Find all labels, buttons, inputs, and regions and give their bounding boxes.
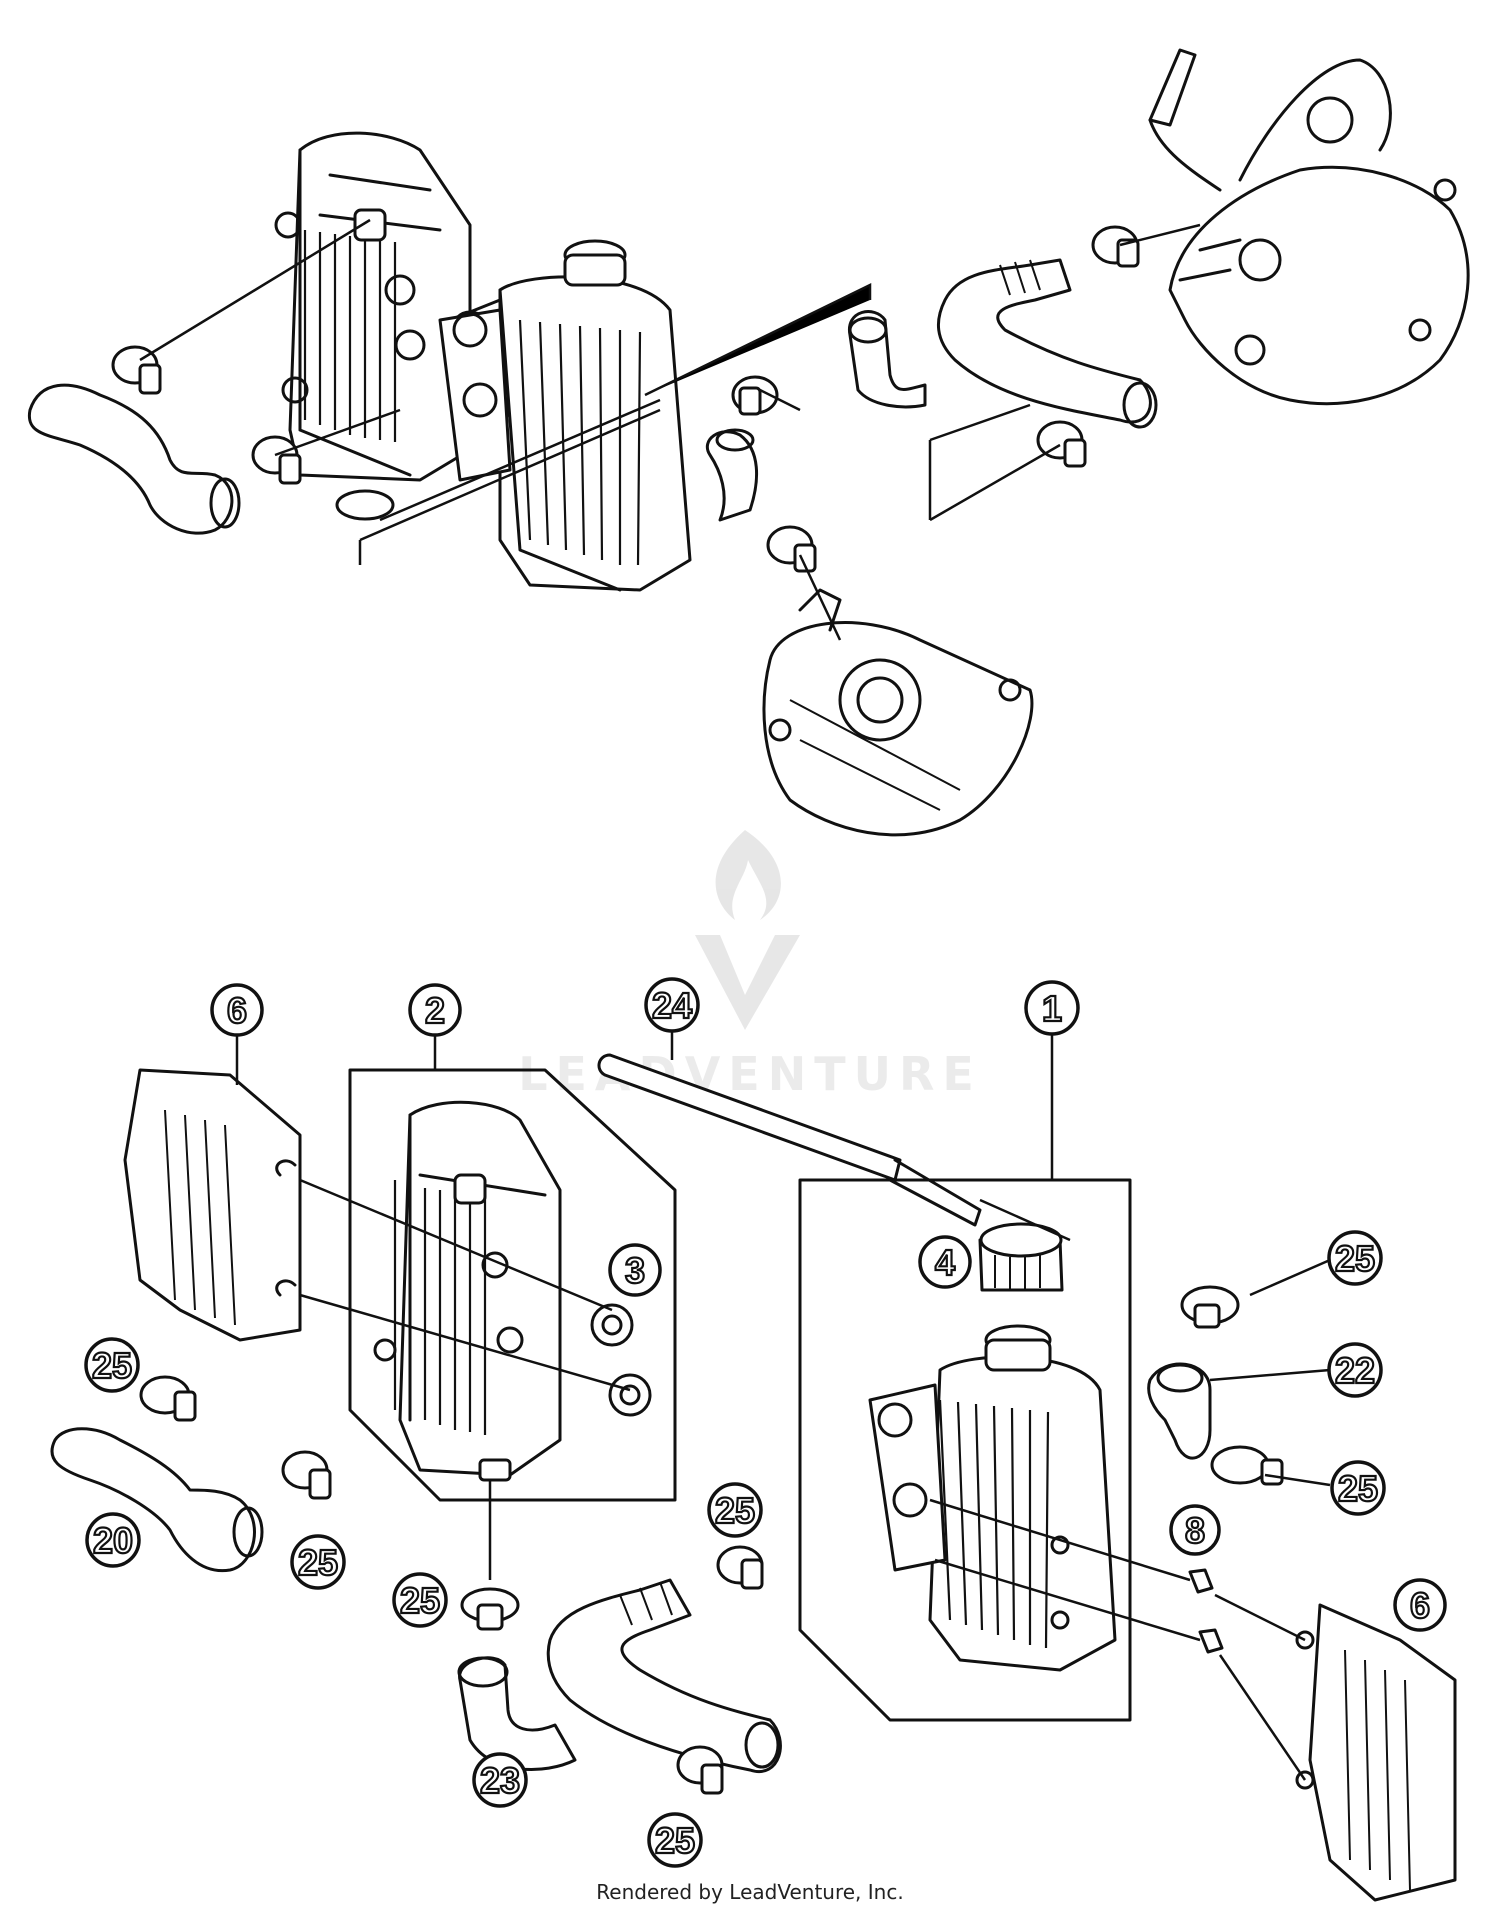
- callout-25-e: 25: [392, 1572, 448, 1628]
- watermark-text: LEADVENTURE: [518, 1047, 982, 1101]
- callout-label: 6: [1410, 1585, 1430, 1626]
- top-assembly: [27, 48, 1470, 837]
- callout-label: 24: [652, 985, 692, 1026]
- callout-2: 2: [408, 983, 462, 1037]
- callout-22: 22: [1327, 1342, 1383, 1398]
- radiator-left: [373, 1100, 562, 1482]
- callout-8: 8: [1169, 1504, 1221, 1556]
- right-shroud: [1214, 1593, 1457, 1902]
- callout-20: 20: [85, 1512, 141, 1568]
- callout-25-g: 25: [647, 1812, 703, 1868]
- footer-credit: Rendered by LeadVenture, Inc.: [596, 1880, 904, 1904]
- left-shroud: [123, 1068, 302, 1342]
- callout-label: 25: [92, 1345, 132, 1386]
- callout-label: 25: [400, 1580, 440, 1621]
- callout-25-b: 25: [1330, 1460, 1386, 1516]
- top-left-hose: [27, 383, 241, 535]
- radiator-cap: [978, 1222, 1064, 1292]
- callout-25-a: 25: [1327, 1230, 1383, 1286]
- callout-6-right: 6: [1393, 1578, 1447, 1632]
- grommets: [590, 1303, 652, 1417]
- bolts: [929, 1498, 1224, 1654]
- v-logo-icon: [695, 935, 800, 1030]
- callout-label: 4: [935, 1242, 955, 1283]
- radiator-right: [868, 1324, 1117, 1672]
- callout-label: 8: [1185, 1510, 1205, 1551]
- top-left-radiator: [274, 131, 472, 482]
- group-box-radiator-left: [348, 1068, 677, 1502]
- callout-25-d: 25: [290, 1534, 346, 1590]
- callout-23: 23: [472, 1752, 528, 1808]
- callout-24: 24: [644, 977, 700, 1033]
- callout-label: 22: [1335, 1350, 1375, 1391]
- callout-label: 3: [625, 1250, 645, 1291]
- callout-25-f: 25: [707, 1482, 763, 1538]
- top-cylinder-head: [762, 588, 1034, 837]
- hose-22-group: [1147, 1285, 1284, 1486]
- leadventure-watermark: LEADVENTURE: [518, 830, 982, 1101]
- callout-6-left: 6: [210, 983, 264, 1037]
- top-engine-cover: [1148, 48, 1470, 406]
- hose-20-group: [50, 1375, 332, 1573]
- group-box-radiator-right: [798, 1178, 1132, 1722]
- callout-label: 23: [480, 1760, 520, 1801]
- bottom-leader-lines: [235, 1030, 1331, 1487]
- hose-23-group: [457, 1480, 782, 1795]
- callout-label: 6: [227, 990, 247, 1031]
- callout-label: 25: [1338, 1468, 1378, 1509]
- callout-label: 2: [425, 990, 445, 1031]
- top-leader-lines: [139, 218, 1201, 641]
- callout-label: 25: [715, 1490, 755, 1531]
- overflow-hose: [597, 1053, 982, 1227]
- callout-label: 20: [93, 1520, 133, 1561]
- callout-label: 25: [298, 1542, 338, 1583]
- top-clamps: [111, 225, 1140, 573]
- bottom-assembly: 6 2 24 1 3 4 25 22: [50, 977, 1457, 1902]
- top-right-hoses: [705, 258, 1158, 522]
- top-middle-radiator: [438, 239, 692, 592]
- flame-logo-icon: [715, 830, 781, 920]
- callout-4: 4: [918, 1235, 972, 1289]
- callout-25-c: 25: [84, 1337, 140, 1393]
- callout-label: 1: [1042, 988, 1062, 1029]
- callout-3: 3: [608, 1243, 662, 1297]
- callout-1: 1: [1024, 980, 1080, 1036]
- callout-label: 25: [1335, 1238, 1375, 1279]
- callout-label: 25: [655, 1820, 695, 1861]
